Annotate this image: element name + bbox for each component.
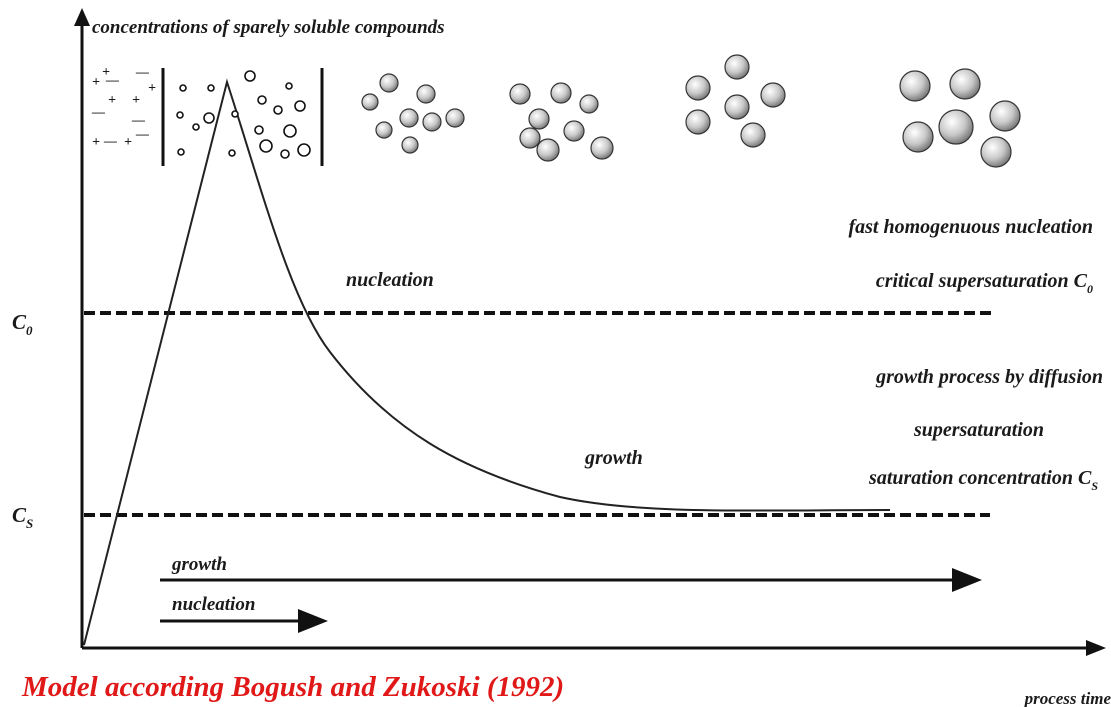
- particle-cluster-small: [361, 73, 465, 154]
- x-axis-arrow: [1086, 640, 1106, 656]
- nucleus: [259, 139, 273, 153]
- particle: [899, 70, 931, 102]
- particle-cluster-large: [685, 54, 786, 148]
- nucleus: [192, 123, 200, 131]
- particle: [416, 84, 436, 104]
- particle: [399, 108, 419, 128]
- particle: [536, 138, 560, 162]
- ion-minus: —: [91, 104, 105, 119]
- particle: [401, 136, 419, 154]
- ion-minus: —: [131, 112, 145, 127]
- ion-plus: +: [108, 93, 116, 108]
- growth-diffusion-note: growth process by diffusion: [875, 366, 1103, 388]
- nucleus: [297, 143, 311, 157]
- particle: [685, 75, 711, 101]
- ion-plus: +: [102, 65, 110, 80]
- particle: [375, 121, 393, 139]
- particle: [740, 122, 766, 148]
- particle: [550, 82, 572, 104]
- x-axis-label: process time: [1023, 689, 1111, 707]
- particle: [379, 73, 399, 93]
- particle: [760, 82, 786, 108]
- nucleus: [179, 84, 187, 92]
- particle-cluster-xlarge: [899, 68, 1021, 168]
- particle: [579, 94, 599, 114]
- nucleus: [254, 125, 264, 135]
- nucleus: [285, 82, 293, 90]
- nucleus: [273, 105, 283, 115]
- particle: [563, 120, 585, 142]
- nucleus: [228, 149, 236, 157]
- ion-cluster: + + — — + + + — — + — + —: [91, 64, 156, 150]
- ion-minus: —: [105, 72, 119, 87]
- model-caption: Model according Bogush and Zukoski (1992…: [21, 671, 564, 703]
- particle: [949, 68, 981, 100]
- ion-minus: —: [135, 126, 149, 141]
- particle: [685, 109, 711, 135]
- nucleus: [283, 124, 297, 138]
- nucleus: [231, 110, 239, 118]
- y-axis-label: concentrations of sparely soluble compou…: [92, 17, 445, 38]
- ion-plus: +: [132, 93, 140, 108]
- nucleus: [203, 112, 215, 124]
- particle-cluster-medium: [509, 82, 614, 162]
- ion-plus: +: [92, 75, 100, 90]
- ion-plus: +: [148, 81, 156, 96]
- c0-level-label: C0: [12, 310, 33, 338]
- particle: [724, 54, 750, 80]
- particle: [422, 112, 442, 132]
- nucleus: [280, 149, 290, 159]
- supersaturation-note: supersaturation: [913, 419, 1044, 441]
- particle: [590, 136, 614, 160]
- saturation-concentration-note: saturation concentration CS: [868, 467, 1098, 493]
- nucleus: [244, 70, 256, 82]
- nucleus: [257, 95, 267, 105]
- nucleus: [176, 111, 184, 119]
- nucleation-phase-label: nucleation: [172, 594, 255, 615]
- fast-nucleation-note: fast homogenuous nucleation: [848, 216, 1093, 238]
- ion-minus: —: [135, 64, 149, 79]
- ion-plus: +: [92, 135, 100, 150]
- particle: [519, 127, 541, 149]
- cs-level-label: CS: [12, 503, 33, 531]
- particle: [938, 109, 974, 145]
- particle: [509, 83, 531, 105]
- growth-label: growth: [584, 447, 643, 469]
- critical-supersaturation-note: critical supersaturation C0: [876, 270, 1093, 296]
- particle: [445, 108, 465, 128]
- y-axis-arrow: [74, 8, 90, 26]
- particle: [902, 121, 934, 153]
- particle: [528, 108, 550, 130]
- ion-plus: +: [124, 135, 132, 150]
- particle: [361, 93, 379, 111]
- particle: [989, 100, 1021, 132]
- nucleus: [177, 148, 185, 156]
- nucleus: [207, 84, 215, 92]
- nucleus: [294, 100, 306, 112]
- concentration-curve: [83, 78, 891, 646]
- growth-phase-label: growth: [171, 554, 227, 575]
- particle: [980, 136, 1012, 168]
- nucleation-label: nucleation: [346, 269, 434, 291]
- nuclei-cluster: [176, 70, 311, 159]
- particle: [724, 94, 750, 120]
- ion-minus: —: [103, 133, 117, 148]
